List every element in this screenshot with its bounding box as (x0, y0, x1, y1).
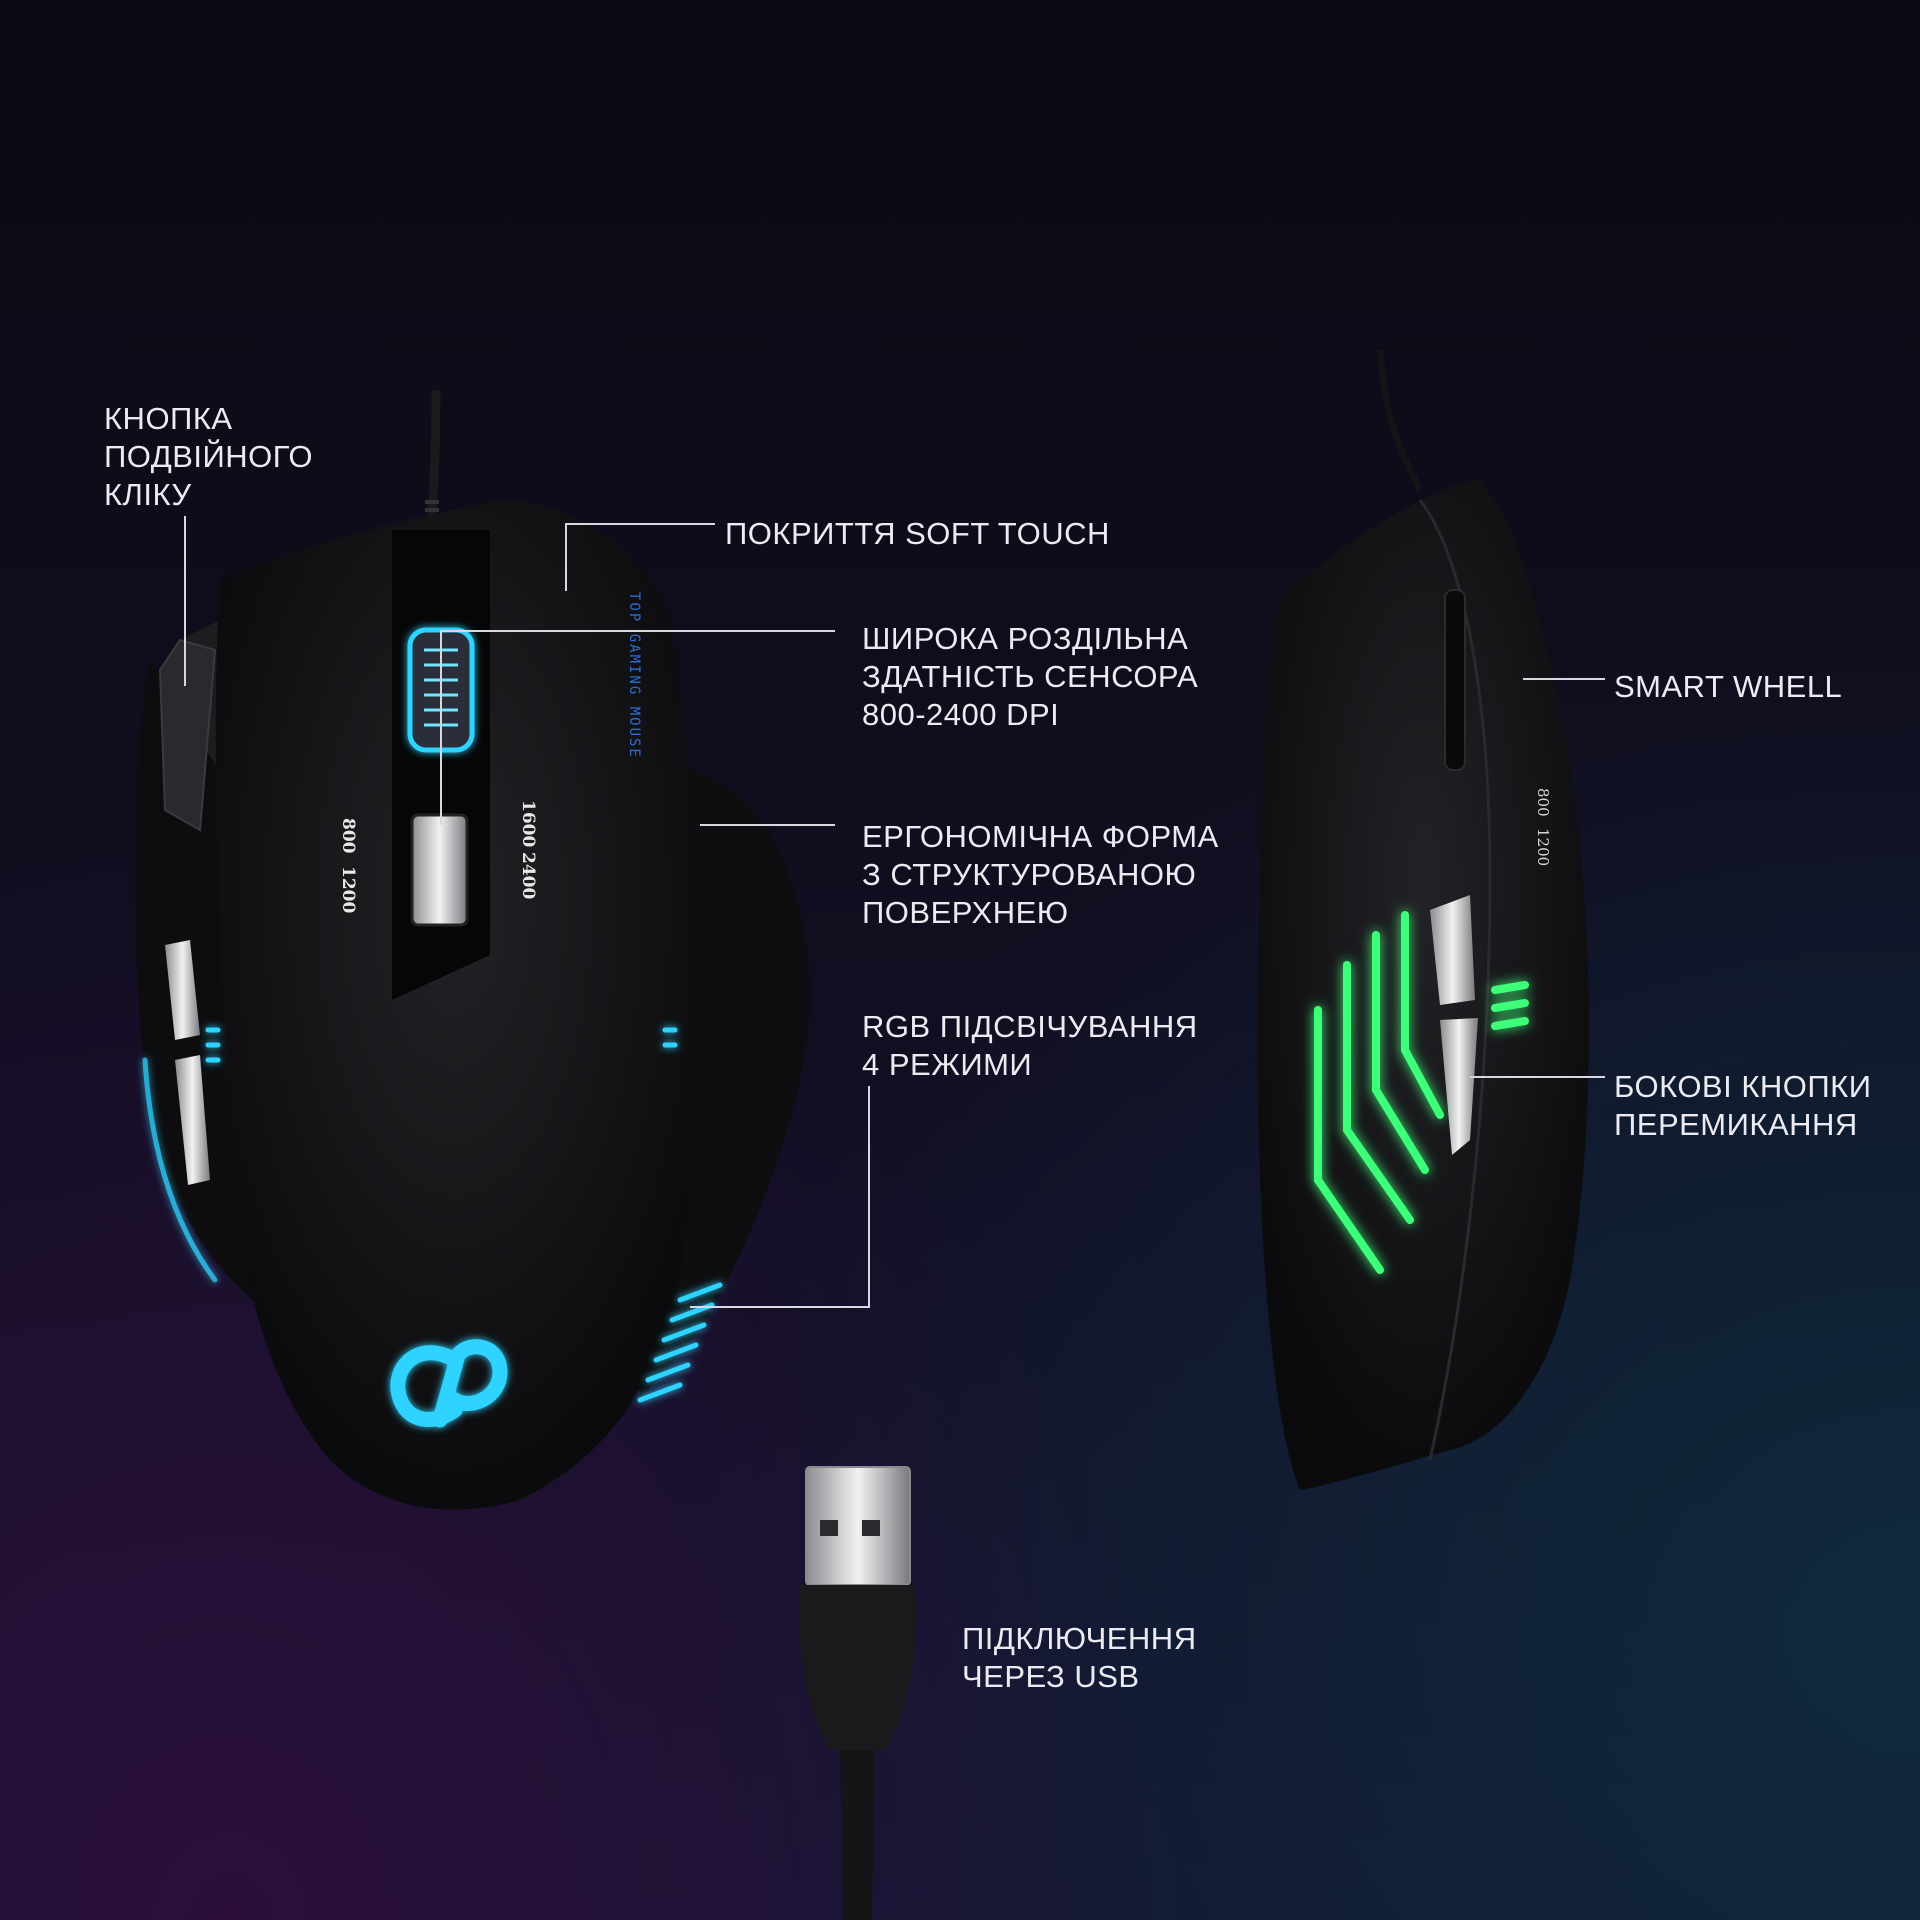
dpi-label-800: 800 (338, 818, 358, 854)
callout-usb-line2: через USB (962, 1659, 1140, 1694)
callout-smart-wheel-line1: SMART WHELL (1614, 669, 1843, 704)
mouse-top-view: 800 1200 1600 2400 TOP GAMING MOUSE (135, 389, 811, 1510)
side-dpi-1200: 1200 (1534, 828, 1552, 866)
callout-double-click-line3: кліку (104, 477, 192, 512)
callout-soft-touch: Покриття SOFT TOUCH (725, 515, 1110, 553)
dpi-label-1200: 1200 (338, 866, 358, 913)
mouse-body-side (1257, 480, 1589, 1490)
callout-usb: Підключення через USB (962, 1620, 1197, 1696)
top-gaming-mouse-text: TOP GAMING MOUSE (626, 592, 642, 759)
connector-sensor-h (440, 630, 835, 632)
callout-ergonomic: Ергономічна форма з структурованою повер… (862, 818, 1219, 932)
callout-usb-line1: Підключення (962, 1621, 1197, 1656)
connector-double-click (184, 516, 186, 686)
dpi-button-top (410, 813, 469, 927)
callout-double-click-line1: Кнопка (104, 401, 233, 436)
callout-double-click: Кнопка подвійного кліку (104, 400, 313, 514)
callout-side-buttons: Бокові кнопки перемикання (1614, 1068, 1872, 1144)
connector-rgb-v (868, 1086, 870, 1308)
connector-side-buttons (1470, 1076, 1605, 1078)
callout-rgb-line1: RGB підсвічування (862, 1009, 1198, 1044)
connector-sensor-v (440, 630, 442, 825)
dpi-label-1600: 1600 (518, 800, 538, 847)
mouse-cable-top (427, 389, 441, 521)
dpi-label-2400: 2400 (518, 852, 538, 899)
callout-sensor-line1: Широка роздільна (862, 621, 1189, 656)
callout-ergonomic-line3: поверхнею (862, 895, 1069, 930)
callout-soft-touch-line1: Покриття SOFT TOUCH (725, 516, 1110, 551)
brand-logo-icon (390, 1339, 508, 1428)
callout-double-click-line2: подвійного (104, 439, 313, 474)
connector-smart-wheel (1523, 678, 1605, 680)
callout-smart-wheel: SMART WHELL (1614, 668, 1842, 706)
connector-soft-touch-v (565, 523, 567, 591)
callout-sensor-line2: здатність сенсора (862, 659, 1199, 694)
mouse-side-view: 800 1200 (1257, 349, 1589, 1490)
callout-side-buttons-line1: Бокові кнопки (1614, 1069, 1872, 1104)
callout-ergonomic-line1: Ергономічна форма (862, 819, 1219, 854)
callout-side-buttons-line2: перемикання (1614, 1107, 1858, 1142)
callout-sensor: Широка роздільна здатність сенсора 800-2… (862, 620, 1198, 734)
callout-ergonomic-line2: з структурованою (862, 857, 1197, 892)
callout-sensor-line3: 800-2400 DPI (862, 697, 1060, 732)
mouse-body-top (215, 500, 692, 1510)
connector-soft-touch-h (565, 523, 715, 525)
callout-rgb: RGB підсвічування 4 режими (862, 1008, 1198, 1084)
side-dpi-800: 800 (1534, 788, 1552, 817)
connector-ergonomic (700, 824, 835, 826)
usb-plug (798, 1466, 917, 1920)
connector-rgb-h (690, 1306, 870, 1308)
callout-rgb-line2: 4 режими (862, 1047, 1033, 1082)
